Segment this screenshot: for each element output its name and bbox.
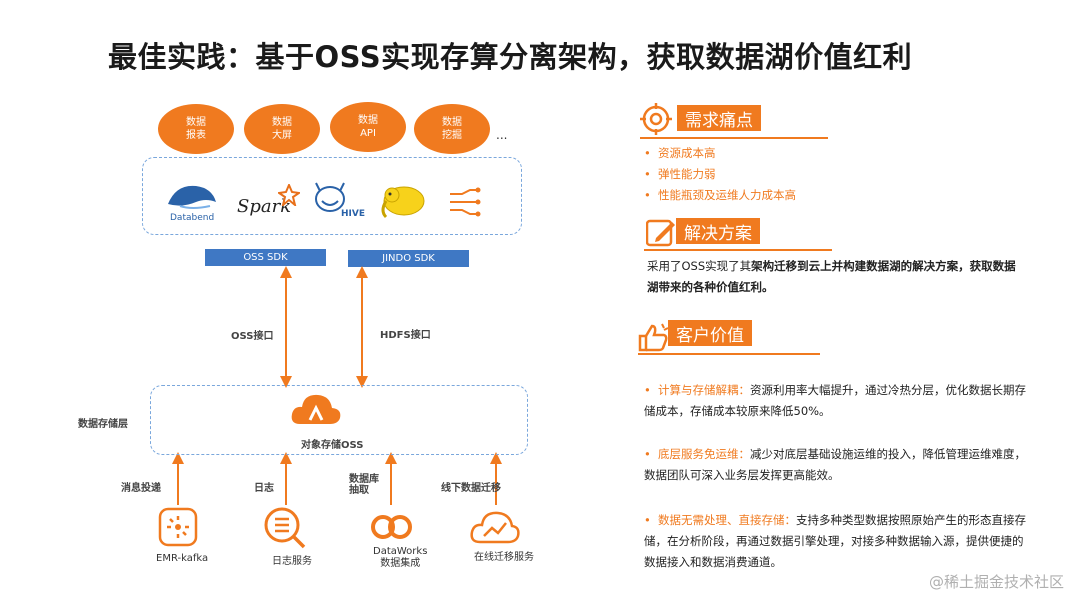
hdfs-interface-label: HDFS接口 bbox=[380, 330, 431, 341]
kafka-icon bbox=[158, 507, 198, 547]
pain-item-text: 弹性能力弱 bbox=[658, 167, 716, 181]
ingest-label-db-extract: 数据库 抽取 bbox=[349, 474, 379, 496]
app-oval-line1: 数据 bbox=[272, 117, 292, 128]
hive-label: HIVE bbox=[341, 209, 365, 219]
pencil-icon bbox=[646, 219, 675, 247]
app-oval-line2: 挖掘 bbox=[442, 130, 462, 141]
value-item-head: 底层服务免运维： bbox=[658, 447, 750, 461]
app-oval-line2: 报表 bbox=[186, 130, 206, 141]
storage-layer-label: 数据存储层 bbox=[78, 419, 128, 430]
app-oval-screen: 数据 大屏 bbox=[244, 104, 320, 154]
value-item: •数据无需处理、直接存储：支持多种类型数据按照原始产生的形态直接存储，在分析阶段… bbox=[644, 513, 1026, 569]
source-kafka-label: EMR-kafka bbox=[156, 553, 209, 564]
solution-text-plain: 采用了OSS实现了其 bbox=[647, 259, 752, 273]
databend-label: Databend bbox=[170, 213, 215, 223]
thumbs-up-icon bbox=[638, 323, 669, 352]
oss-interface-label: OSS接口 bbox=[231, 331, 274, 342]
hadoop-elephant-icon bbox=[381, 186, 425, 219]
value-item-text: 资源利用率大幅提升，通过冷热分层，优化数据长期存储成本，存储成本较原来降低50%… bbox=[644, 383, 1026, 418]
app-oval-mining: 数据 挖掘 bbox=[414, 104, 490, 154]
spark-star-icon bbox=[278, 184, 300, 206]
value-item-head: 数据无需处理、直接存储： bbox=[658, 513, 796, 527]
ingest-label-log: 日志 bbox=[254, 483, 274, 494]
source-online-migration-label: 在线迁移服务 bbox=[474, 552, 534, 563]
app-oval-line1: 数据 bbox=[358, 115, 378, 126]
value-item-text: 支持多种类型数据按照原始产生的形态直接存储，在分析阶段，再通过数据引擎处理，对接… bbox=[644, 513, 1026, 569]
value-item: •计算与存储解耦：资源利用率大幅提升，通过冷热分层，优化数据长期存储成本，存储成… bbox=[644, 383, 1026, 418]
pain-item: •资源成本高 bbox=[644, 146, 716, 160]
compute-engine-box bbox=[142, 157, 522, 235]
value-item-head: 计算与存储解耦： bbox=[658, 383, 750, 397]
app-oval-line2: 大屏 bbox=[272, 130, 292, 141]
solution-text: 采用了OSS实现了其架构迁移到云上并构建数据湖的解决方案，获取数据湖带来的各种价… bbox=[647, 256, 1027, 298]
solution-heading: 解决方案 bbox=[676, 218, 760, 244]
app-oval-line2: API bbox=[360, 128, 376, 139]
app-oval-api: 数据 API bbox=[330, 102, 406, 152]
watermark: @稀土掘金技术社区 bbox=[928, 573, 1064, 591]
value-divider bbox=[638, 353, 820, 355]
storage-layer-box bbox=[150, 385, 528, 455]
dataworks-icon bbox=[371, 515, 412, 539]
log-service-icon bbox=[264, 507, 306, 549]
source-log-service-label: 日志服务 bbox=[272, 556, 312, 567]
pain-item-text: 资源成本高 bbox=[658, 146, 716, 160]
flow-arrows bbox=[172, 266, 502, 505]
app-oval-report: 数据 报表 bbox=[158, 104, 234, 154]
jindo-sdk-bar: JINDO SDK bbox=[348, 250, 469, 267]
source-dataworks-label: DataWorks 数据集成 bbox=[373, 546, 428, 569]
pain-divider bbox=[640, 137, 828, 139]
app-oval-line1: 数据 bbox=[186, 117, 206, 128]
more-apps-ellipsis: ... bbox=[496, 128, 508, 142]
solution-text-bold: 架构迁移到云上并构建数据湖的解决方案，获取数据湖带来的各种价值红利。 bbox=[647, 259, 1016, 294]
pain-points-heading: 需求痛点 bbox=[677, 105, 761, 131]
oss-cloud-icon bbox=[291, 394, 341, 424]
data-pipeline-icon bbox=[450, 187, 481, 217]
oss-sdk-bar: OSS SDK bbox=[205, 249, 326, 266]
online-migration-icon bbox=[470, 511, 520, 544]
databend-icon bbox=[168, 185, 216, 209]
pain-item-text: 性能瓶颈及运维人力成本高 bbox=[658, 188, 796, 202]
target-icon bbox=[640, 103, 672, 135]
customer-value-heading: 客户价值 bbox=[668, 320, 752, 346]
oss-storage-label: 对象存储OSS bbox=[301, 440, 364, 451]
app-oval-line1: 数据 bbox=[442, 117, 462, 128]
page-title: 最佳实践：基于OSS实现存算分离架构，获取数据湖价值红利 bbox=[108, 40, 913, 74]
ingest-label-offline-migration: 线下数据迁移 bbox=[441, 483, 501, 494]
solution-divider bbox=[644, 249, 832, 251]
value-item: •底层服务免运维：减少对底层基础设施运维的投入，降低管理运维难度，数据团队可深入… bbox=[644, 447, 1026, 482]
value-item-text: 减少对底层基础设施运维的投入，降低管理运维难度，数据团队可深入业务层发挥更高能效… bbox=[644, 447, 1026, 482]
pain-item: •弹性能力弱 bbox=[644, 167, 716, 181]
pain-item: •性能瓶颈及运维人力成本高 bbox=[644, 188, 796, 202]
spark-label: Spark bbox=[237, 196, 292, 217]
hive-bee-icon bbox=[315, 182, 345, 212]
ingest-label-message: 消息投递 bbox=[121, 483, 161, 494]
